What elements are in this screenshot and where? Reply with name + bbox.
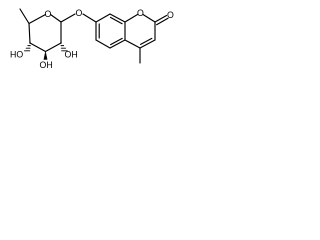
ring-o-c1-bond <box>49 13 62 23</box>
lactone-oxygen-label: O <box>137 8 144 18</box>
atom-labels: O O O O HO OH OH <box>10 8 174 70</box>
c3-c4-inner-double-bond <box>140 37 153 45</box>
hydroxyl-c4-label: HO <box>10 49 23 59</box>
c5-methyl-bond <box>19 8 30 25</box>
c2-carbonyl-second-bond <box>156 17 169 26</box>
c5-c6-bond <box>95 39 111 49</box>
c8a-lactone-o-bond <box>124 13 139 23</box>
hash-bond-c2-oh <box>60 42 68 52</box>
carbonyl-oxygen-label: O <box>167 10 174 20</box>
chemical-structure-diagram: O O O O HO OH OH <box>10 8 174 70</box>
c1-glycosidic-o-bond <box>60 13 76 23</box>
c3-c4-bond <box>139 39 156 49</box>
c5-ring-o-bond <box>28 13 47 25</box>
lactone-o-c2-bond <box>142 13 156 23</box>
c4-c3-bond <box>29 42 47 53</box>
coumarin-bonds <box>95 13 169 64</box>
c4a-c5-bond <box>109 39 126 49</box>
glycosidic-oxygen-label: O <box>76 8 83 18</box>
c5-c4-bond <box>28 22 31 44</box>
c2-carbonyl-bond <box>154 14 168 23</box>
c7-c8-bond <box>95 13 111 23</box>
c8-c8a-bond <box>109 13 126 23</box>
glycosidic-o-aryl-bond <box>82 13 97 23</box>
wedge-bond-c3-oh <box>43 51 48 60</box>
hydroxyl-c2-label: OH <box>65 49 78 59</box>
hash-bond-c4-oh <box>24 42 31 52</box>
c4-c4a-bond <box>124 39 141 49</box>
ring-oxygen-label: O <box>45 9 52 19</box>
c8-c8a-inner-double-bond <box>109 16 123 25</box>
c3-c2-bond <box>44 42 62 53</box>
hydroxyl-c3-label: OH <box>40 60 53 70</box>
sugar-ring-bonds <box>19 8 97 53</box>
c4a-c5-inner-double-bond <box>110 37 123 46</box>
